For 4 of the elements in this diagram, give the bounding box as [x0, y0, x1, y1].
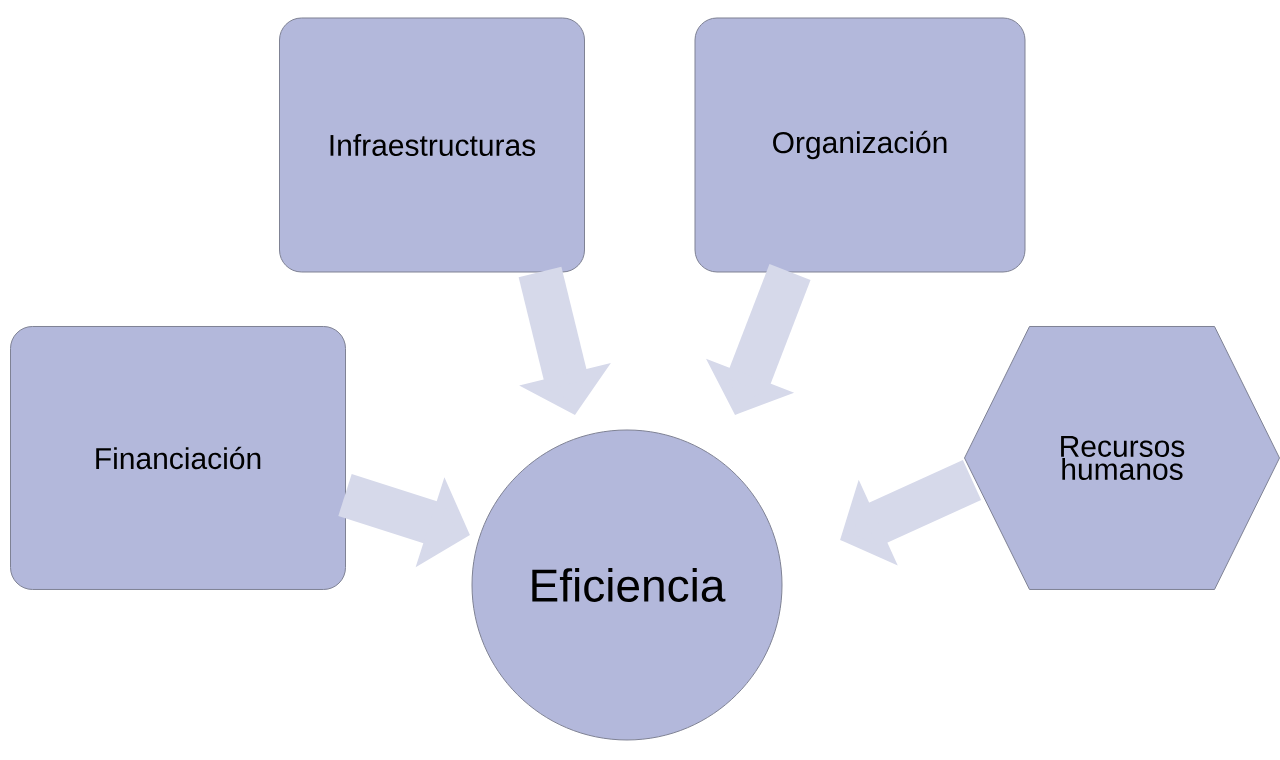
rounded-box: Financiación	[10, 326, 346, 590]
rounded-box: Organización	[694, 17, 1026, 273]
rounded-box: Infraestructuras	[279, 17, 585, 273]
hexagon: Recursos humanos	[964, 326, 1280, 590]
